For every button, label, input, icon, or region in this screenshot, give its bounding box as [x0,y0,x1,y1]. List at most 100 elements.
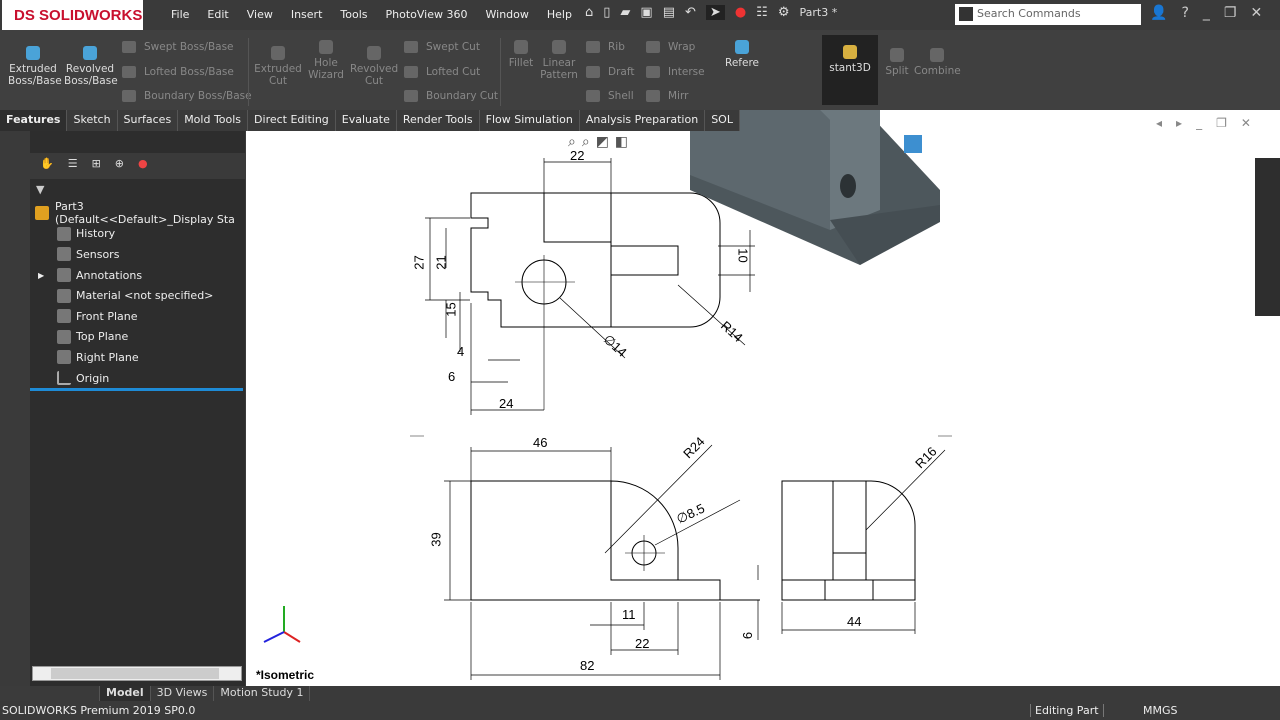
configuration-manager-tab-icon[interactable]: ⊞ [91,157,101,170]
save-icon[interactable]: ▣ [640,5,653,20]
new-document-icon[interactable]: ▯ [603,5,611,20]
section-view-icon[interactable]: ◧ [614,134,629,150]
dim-21[interactable]: 21 [433,255,449,270]
tab-mold-tools[interactable]: Mold Tools [178,110,249,131]
menu-photoview[interactable]: PhotoView 360 [385,8,468,21]
viewport-close-icon[interactable]: ✕ [1240,116,1251,130]
graphics-area[interactable]: 22 27 21 10 15 4 6 24 ∅14 R14 46 R24 ∅8.… [246,110,1280,686]
tab-surfaces[interactable]: Surfaces [118,110,179,131]
close-icon[interactable]: ✕ [1250,5,1263,21]
menu-file[interactable]: File [171,8,190,21]
solidworks-logo[interactable]: DS SOLIDWORKS [2,0,143,30]
search-commands-input[interactable]: Search Commands [955,4,1141,25]
dim-11[interactable]: 11 [622,607,636,622]
rib-button[interactable]: Rib [584,41,625,53]
dim-6-side[interactable]: 6 [740,631,756,640]
feature-manager-tab-icon[interactable]: ✋ [40,157,54,170]
dim-4[interactable]: 4 [457,344,465,359]
user-icon[interactable]: 👤 [1150,5,1168,21]
extruded-boss-button[interactable]: Extruded Boss/Base [8,46,62,87]
menu-view[interactable]: View [246,8,273,21]
prev-icon[interactable]: ◂ [1156,116,1163,130]
display-manager-tab-icon[interactable]: ● [138,157,148,170]
menu-tools[interactable]: Tools [340,8,368,21]
tab-motion-study[interactable]: Motion Study 1 [214,686,311,701]
tree-item-annotations[interactable]: ▶Annotations [38,268,143,283]
minimize-icon[interactable]: _ [1202,5,1210,21]
view-orientation-icon[interactable] [904,135,922,153]
tab-features[interactable]: Features [0,110,68,131]
draft-button[interactable]: Draft [584,66,634,78]
intersect-button[interactable]: Interse [644,66,705,78]
dim-44[interactable]: 44 [847,614,862,629]
undo-icon[interactable]: ↶ [685,5,696,20]
open-icon[interactable]: ▰ [620,5,631,20]
help-icon[interactable]: ? [1181,5,1189,21]
tree-item-origin[interactable]: Origin [30,368,245,389]
extruded-cut-button[interactable]: Extruded Cut [254,46,302,87]
linear-pattern-button[interactable]: Linear Pattern [538,40,580,81]
boundary-cut-button[interactable]: Boundary Cut [402,90,498,102]
tree-item-right-plane[interactable]: Right Plane [30,347,245,368]
swept-cut-button[interactable]: Swept Cut [402,41,480,53]
tab-3d-views[interactable]: 3D Views [151,686,215,701]
expand-arrow-icon[interactable]: ▶ [38,270,45,280]
dim-82[interactable]: 82 [580,658,595,673]
boundary-boss-button[interactable]: Boundary Boss/Base [120,90,252,102]
menu-insert[interactable]: Insert [290,8,323,21]
horizontal-scrollbar[interactable] [32,666,242,681]
dim-39[interactable]: 39 [428,532,444,547]
tab-direct-editing[interactable]: Direct Editing [248,110,336,131]
zoom-to-fit-icon[interactable]: ⌕ [568,134,576,150]
select-icon[interactable]: ➤ [705,5,725,20]
viewport-restore-icon[interactable]: ❐ [1216,116,1227,130]
menu-help[interactable]: Help [546,8,572,21]
revolved-cut-button[interactable]: Revolved Cut [350,46,398,87]
menu-window[interactable]: Window [485,8,529,21]
tab-render-tools[interactable]: Render Tools [397,110,480,131]
tree-item-material[interactable]: Material <not specified> [30,285,245,306]
tree-item-history[interactable]: History [30,224,245,245]
swept-boss-button[interactable]: Swept Boss/Base [120,41,234,53]
tab-sketch[interactable]: Sketch [67,110,118,131]
dim-15[interactable]: 15 [443,302,459,317]
previous-view-icon[interactable]: ◩ [595,134,609,150]
property-manager-tab-icon[interactable]: ☰ [67,157,78,170]
lofted-boss-button[interactable]: Lofted Boss/Base [120,66,234,78]
restore-icon[interactable]: ❐ [1223,5,1237,21]
reference-geometry-button[interactable]: Refere [722,40,762,69]
dim-6[interactable]: 6 [448,369,456,384]
next-icon[interactable]: ▸ [1176,116,1183,130]
tree-root[interactable]: Part3 (Default<<Default>_Display Sta [30,200,245,226]
combine-button[interactable]: Combine [914,48,961,77]
unit-system[interactable]: MMGS [1143,704,1178,717]
tree-item-sensors[interactable]: Sensors [30,244,245,265]
dim-10[interactable]: 10 [735,248,751,263]
filter-icon[interactable]: ▼ [36,183,45,196]
tree-item-top-plane[interactable]: Top Plane [30,327,245,348]
tree-item-front-plane[interactable]: Front Plane [30,306,245,327]
tab-evaluate[interactable]: Evaluate [336,110,397,131]
instant3d-button[interactable]: stant3D [822,35,878,105]
split-button[interactable]: Split [882,48,912,77]
dim-27[interactable]: 27 [411,255,427,270]
print-icon[interactable]: ▤ [662,5,676,20]
file-properties-icon[interactable]: ☷ [756,5,768,20]
fillet-button[interactable]: Fillet [505,40,537,69]
rollback-bar[interactable] [30,388,243,391]
dim-24[interactable]: 24 [499,396,514,411]
options-gear-icon[interactable]: ⚙ [777,5,790,20]
viewport-minimize-icon[interactable]: _ [1196,116,1203,130]
tab-analysis-preparation[interactable]: Analysis Preparation [580,110,706,131]
tab-flow-simulation[interactable]: Flow Simulation [480,110,580,131]
shell-button[interactable]: Shell [584,90,634,102]
lofted-cut-button[interactable]: Lofted Cut [402,66,480,78]
scrollbar-thumb[interactable] [51,668,219,679]
zoom-area-icon[interactable]: ⌕ [581,134,590,150]
home-icon[interactable]: ⌂ [585,5,594,20]
hole-wizard-button[interactable]: Hole Wizard [304,40,348,81]
revolved-boss-button[interactable]: Revolved Boss/Base [64,46,118,87]
wrap-button[interactable]: Wrap [644,41,695,53]
tab-solidworks-addins[interactable]: SOL [705,110,740,131]
rebuild-icon[interactable]: ● [734,5,747,20]
